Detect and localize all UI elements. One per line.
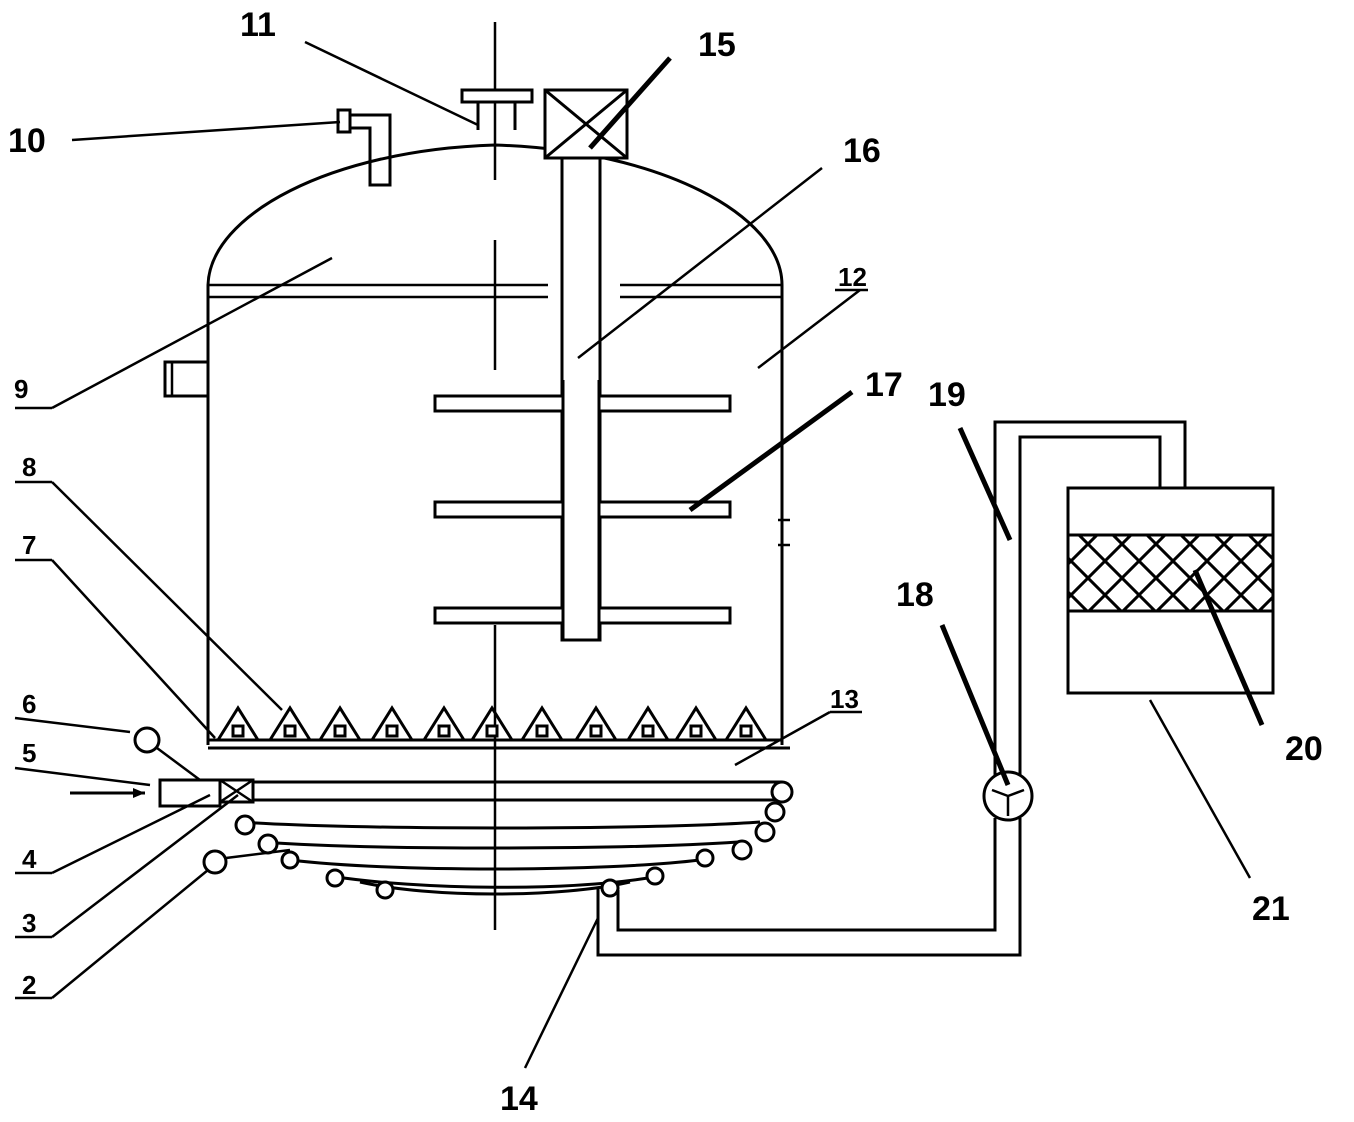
jacket-coil (754, 821, 776, 843)
gauge-6 (133, 726, 161, 754)
label-16: 16 (843, 132, 881, 170)
gas-cap (724, 705, 768, 741)
leader-lines (14, 40, 1265, 1069)
part-labels: 11 15 10 16 12 17 19 9 8 7 18 13 6 5 20 … (8, 6, 1323, 1118)
gas-cap (626, 705, 670, 741)
gas-cap (318, 705, 362, 741)
label-3: 3 (22, 908, 36, 938)
bottom-head (160, 780, 794, 900)
gas-cap (422, 705, 466, 741)
label-21: 21 (1252, 890, 1290, 928)
jacket-coil (600, 878, 620, 898)
label-11: 11 (240, 6, 276, 44)
inlet-line (70, 726, 291, 875)
label-14: 14 (500, 1080, 538, 1118)
gas-cap (520, 705, 564, 741)
jacket-coil (770, 780, 794, 804)
gas-caps (216, 705, 768, 741)
label-12: 12 (838, 262, 867, 292)
gas-cap (674, 705, 718, 741)
label-18: 18 (896, 576, 934, 614)
jacket-coil (645, 866, 665, 886)
jacket-coil (695, 848, 715, 868)
jacket-coil (280, 850, 300, 870)
gauge-2 (202, 849, 228, 875)
top-nozzle (460, 88, 534, 130)
label-8: 8 (22, 452, 36, 482)
label-15: 15 (698, 26, 736, 64)
vessel (163, 22, 790, 930)
heating-jacket (234, 780, 794, 900)
jacket-coil (764, 801, 786, 823)
gas-cap (216, 705, 260, 741)
gas-cap (370, 705, 414, 741)
jacket-coil (325, 868, 345, 888)
label-17: 17 (865, 366, 903, 404)
label-6: 6 (22, 689, 36, 719)
label-5: 5 (22, 738, 36, 768)
distributor-plate (208, 705, 790, 750)
label-19: 19 (928, 376, 966, 414)
label-9: 9 (14, 374, 28, 404)
jacket-coil (375, 880, 395, 900)
jacket-coil (257, 833, 279, 855)
label-2: 2 (22, 970, 36, 1000)
label-20: 20 (1285, 730, 1323, 768)
label-13: 13 (830, 684, 859, 714)
jacket-coil (234, 814, 256, 836)
circulation-loop (596, 420, 1275, 957)
label-10: 10 (8, 122, 46, 160)
vent-pipe (336, 108, 392, 187)
filter-media (1066, 533, 1275, 613)
label-4: 4 (22, 844, 37, 874)
gas-cap (268, 705, 312, 741)
agitator (433, 156, 732, 642)
gas-cap (574, 705, 618, 741)
jacket-coil (731, 839, 753, 861)
gas-cap (470, 705, 514, 741)
inlet-nozzle (158, 778, 222, 808)
motor-box (543, 88, 629, 160)
label-7: 7 (22, 530, 36, 560)
